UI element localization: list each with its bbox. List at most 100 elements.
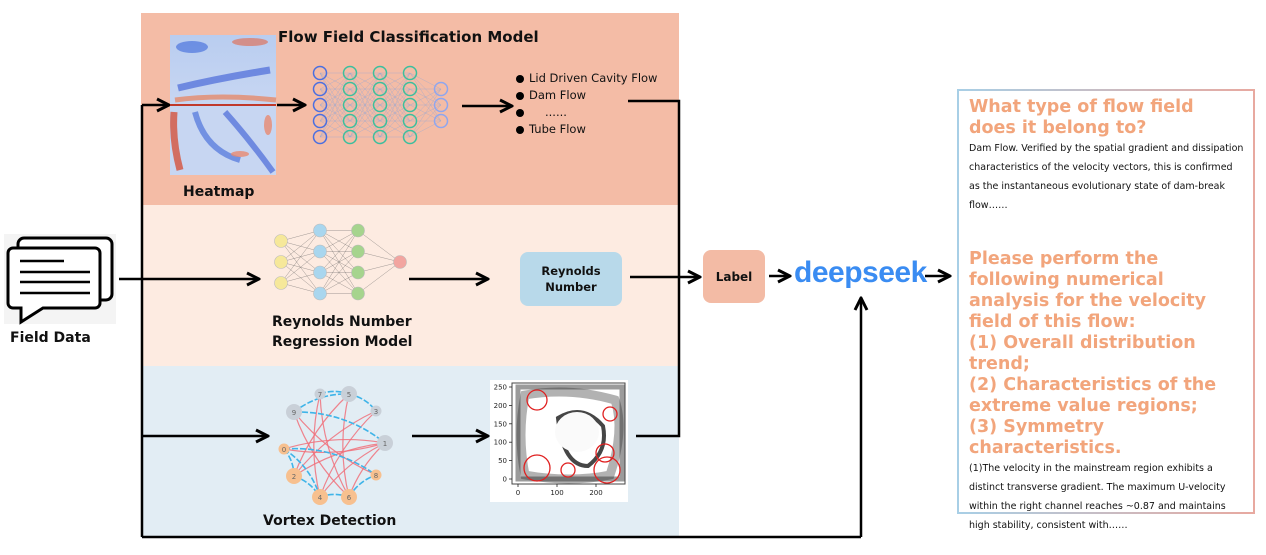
y-tick-label: 0 (503, 476, 507, 484)
neuron (351, 265, 365, 280)
graph-edge (283, 438, 386, 450)
neuron (342, 129, 358, 145)
vortex-marker (593, 456, 621, 484)
heatmap-image (170, 35, 277, 175)
network-edge (409, 104, 442, 138)
network-edge (319, 72, 351, 106)
class-list: Lid Driven Cavity Flow Dam Flow ...... T… (516, 70, 657, 138)
network-edge (409, 120, 442, 138)
neuron (402, 65, 418, 81)
bullet-icon (516, 108, 524, 117)
neuron (351, 286, 365, 301)
neuron (342, 97, 358, 113)
neuron (313, 286, 327, 301)
neuron (312, 129, 328, 145)
y-tick-label: 200 (494, 402, 507, 410)
bullet-icon (516, 91, 524, 100)
field-data-label: Field Data (10, 330, 91, 346)
neuron (402, 97, 418, 113)
vortex-marker (523, 454, 551, 482)
graph-edge (319, 410, 377, 498)
graph-node-label: 2 (292, 473, 296, 481)
graph-node (286, 404, 302, 420)
graph-edge (283, 447, 377, 476)
network-edge (409, 72, 442, 90)
neuron (393, 255, 407, 269)
neuron (313, 244, 327, 259)
network-edge (409, 88, 442, 138)
network-edge (349, 72, 381, 122)
neuron (351, 223, 365, 238)
graph-edge (293, 393, 350, 477)
graph-node (312, 489, 328, 505)
classification-network (312, 65, 449, 145)
network-edge (379, 72, 411, 138)
vortex-marker (526, 389, 548, 411)
neuron (433, 97, 449, 113)
network-edge (379, 120, 411, 138)
y-tick-label: 250 (494, 384, 507, 392)
class-item: Lid Driven Cavity Flow (516, 70, 657, 87)
y-tick-label: 50 (498, 457, 507, 465)
classification-title: Flow Field Classification Model (278, 28, 539, 46)
network-edge (379, 72, 411, 106)
label-box: Label (703, 250, 765, 303)
answer-1: Dam Flow. Verified by the spatial gradie… (969, 143, 1244, 211)
network-edge (319, 72, 351, 90)
graph-node-label: 9 (292, 409, 296, 417)
network-edge (349, 72, 381, 106)
network-edge (319, 230, 359, 273)
neuron (372, 81, 388, 97)
x-tick-label: 200 (589, 489, 602, 497)
network-edge (357, 251, 401, 263)
neuron (433, 81, 449, 97)
network-edge (319, 230, 359, 294)
graph-node-label: 8 (374, 472, 378, 480)
graph-edge (293, 411, 377, 476)
question-2: Please perform the following numerical a… (969, 249, 1217, 458)
graph-edge (342, 393, 350, 498)
answer-2: (1)The velocity in the mainstream region… (969, 463, 1226, 531)
network-edge (280, 230, 321, 263)
connector-vortex-to-label (636, 279, 681, 438)
graph-node (278, 443, 290, 455)
neuron (372, 97, 388, 113)
vortex-title: Vortex Detection (263, 513, 397, 529)
network-edge (349, 72, 381, 90)
regression-title: Reynolds Number Regression Model (272, 314, 413, 350)
network-edge (379, 104, 411, 138)
graph-edge (293, 411, 386, 444)
neuron (342, 81, 358, 97)
neuron (274, 276, 288, 290)
graph-edge (319, 442, 386, 498)
neuron (372, 129, 388, 145)
vortex-marker (602, 406, 618, 422)
network-edge (349, 120, 381, 138)
connector-classes-to-label (628, 99, 681, 279)
graph-node-label: 0 (282, 446, 286, 454)
network-edge (319, 230, 359, 252)
neuron (313, 223, 327, 238)
network-edge (349, 88, 381, 138)
network-edge (319, 72, 351, 122)
network-edge (319, 104, 351, 138)
graph-node-label: 1 (383, 440, 387, 448)
graph-node (314, 388, 326, 400)
neuron (402, 113, 418, 129)
output-card: What type of flow field does it belong t… (957, 89, 1255, 531)
neuron (312, 97, 328, 113)
bullet-icon (516, 74, 524, 83)
y-tick-label: 150 (494, 420, 507, 428)
network-edge (349, 104, 381, 138)
graph-edge (293, 411, 350, 498)
neuron (402, 81, 418, 97)
neuron (351, 244, 365, 259)
neuron (433, 113, 449, 129)
class-item: Tube Flow (516, 121, 657, 138)
neuron (274, 234, 288, 248)
network-edge (280, 230, 321, 284)
network-edge (379, 72, 411, 90)
